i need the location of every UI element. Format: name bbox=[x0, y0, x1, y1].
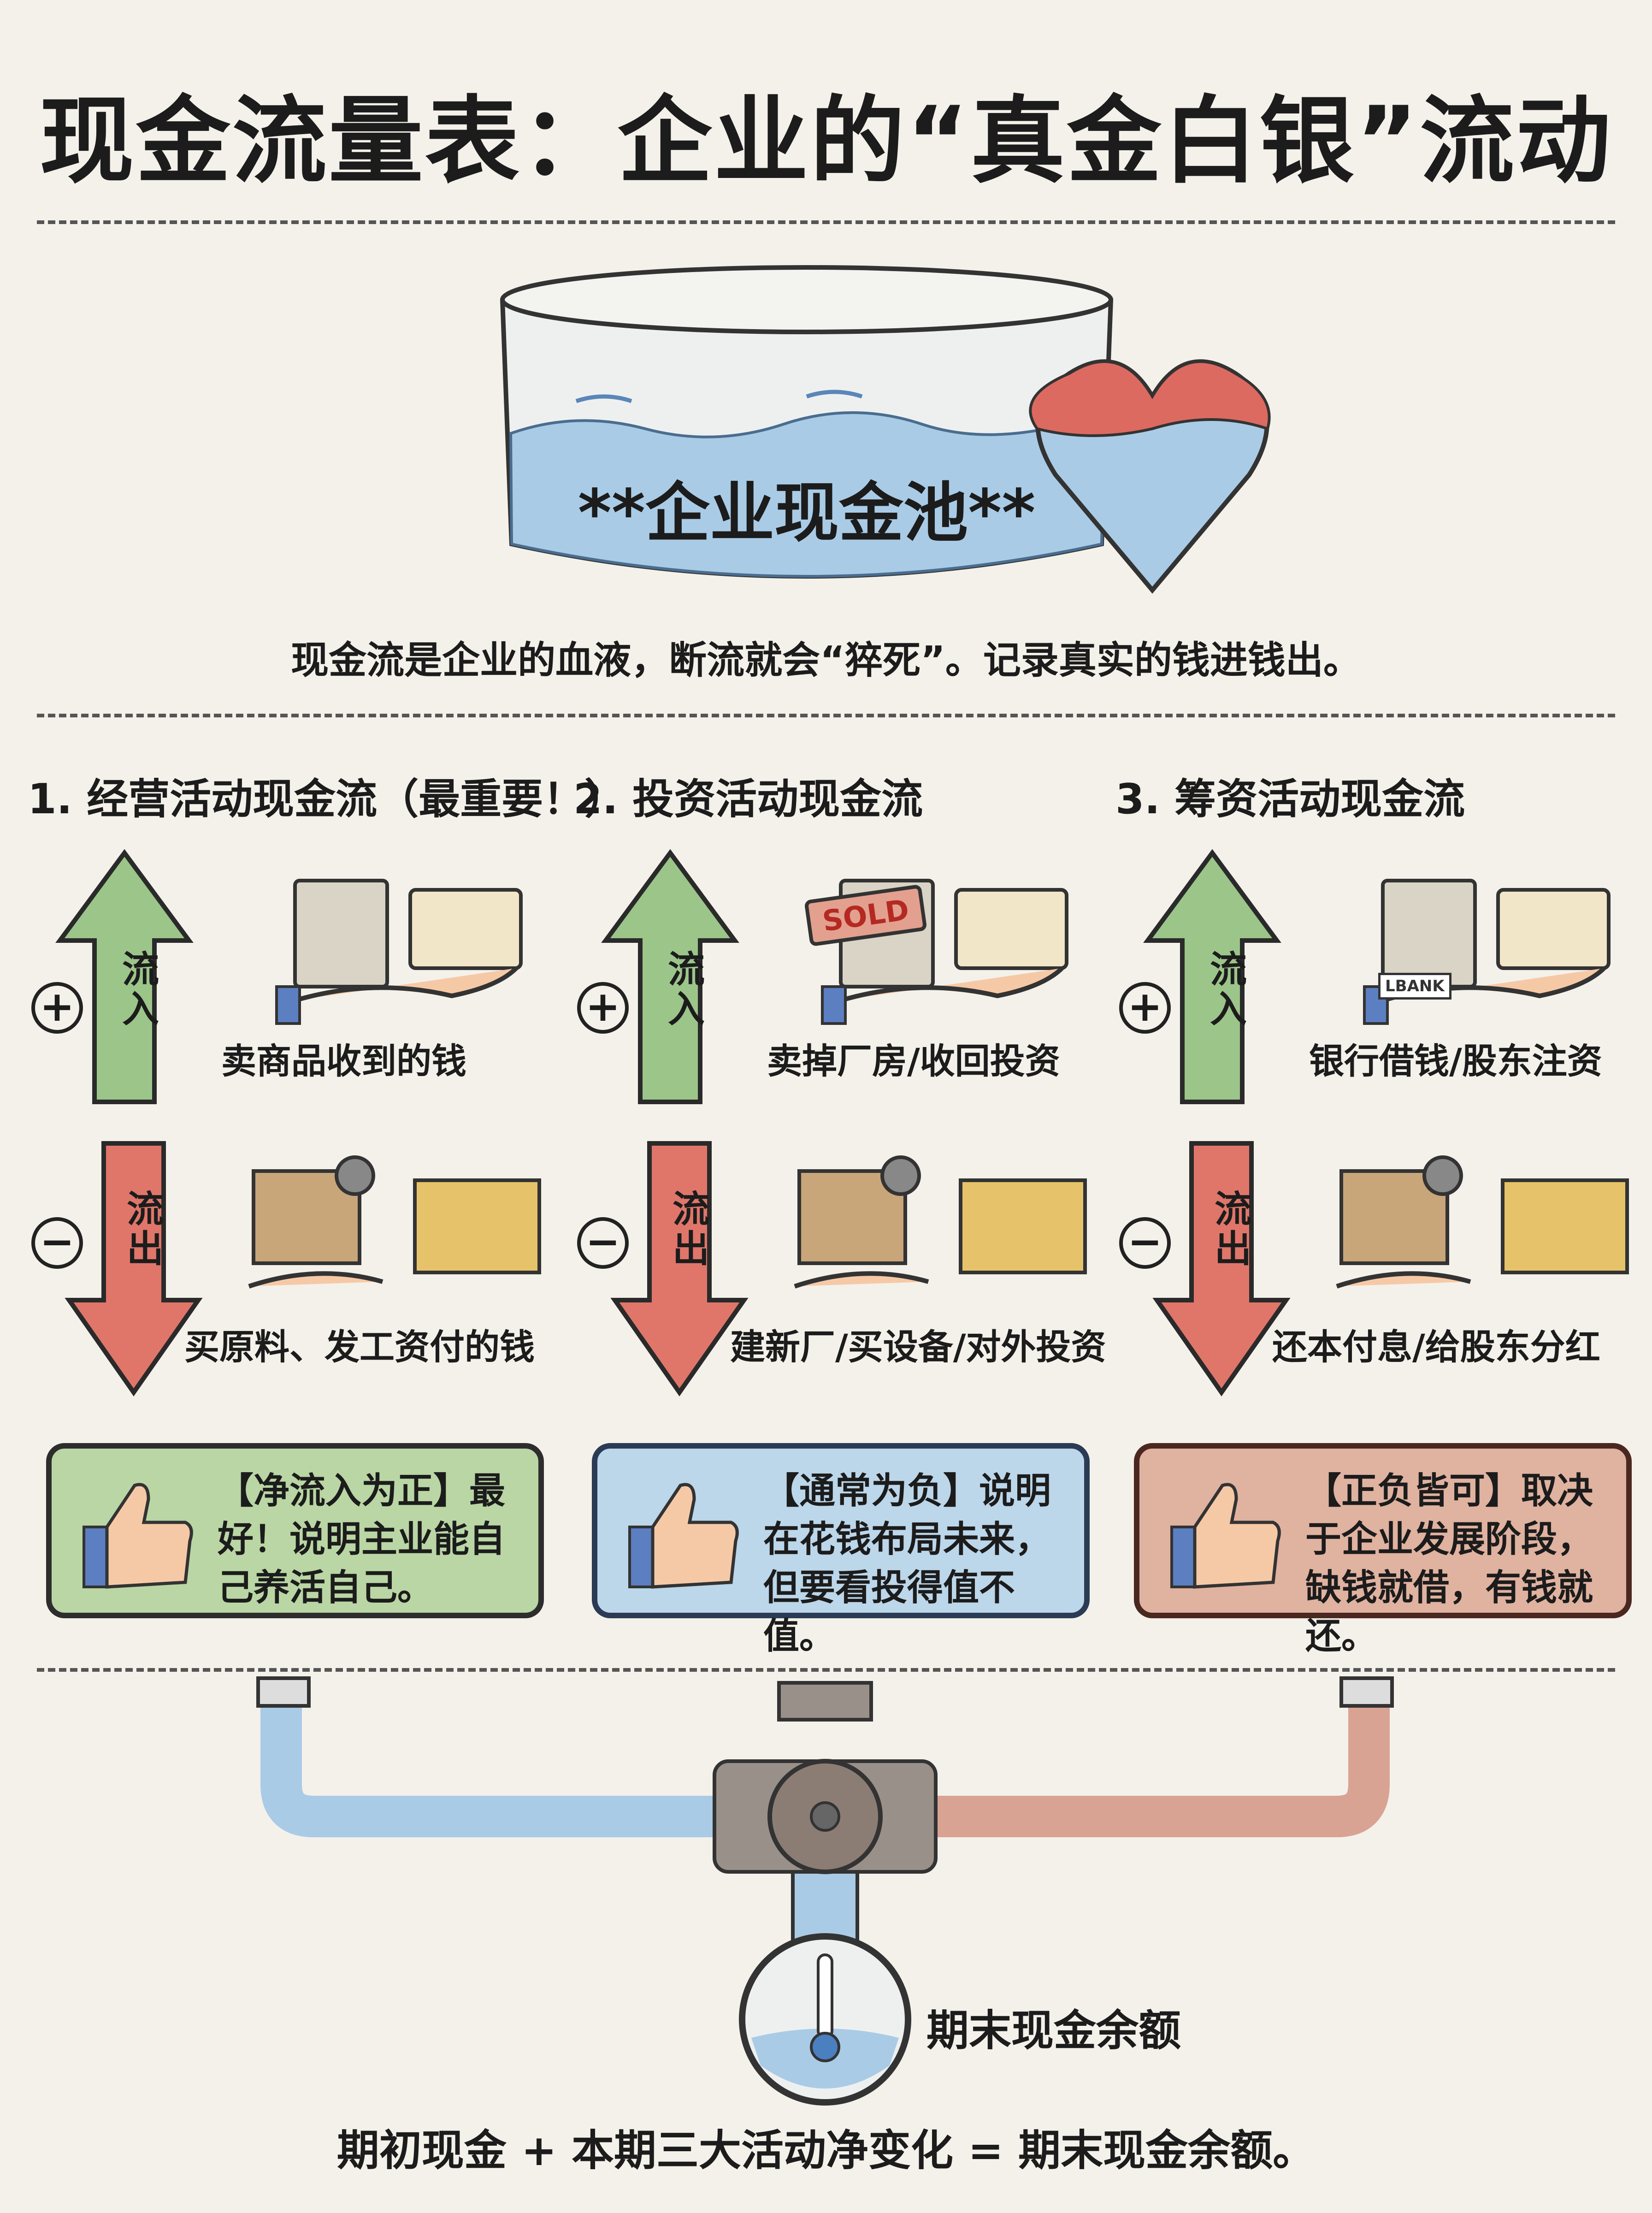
heart-icon bbox=[1029, 359, 1271, 594]
column-title: 2. 投资活动现金流 bbox=[573, 775, 923, 823]
note-text: 【通常为负】说明在花钱布局未来，但要看投得值不值。 bbox=[763, 1470, 1051, 1657]
inflow-illustration-icon bbox=[275, 879, 523, 1025]
divider bbox=[37, 714, 1615, 717]
inflow-arrow-icon bbox=[601, 849, 739, 1104]
outflow-label: 流出 bbox=[1209, 1189, 1251, 1269]
pipe-valve-illustration bbox=[256, 1676, 1394, 2106]
inflow-label: 流入 bbox=[116, 950, 159, 1029]
cash-pool-label: **企业现金池** bbox=[578, 476, 1036, 551]
outflow-label: 流出 bbox=[667, 1189, 709, 1269]
outflow-description: 还本付息/给股东分红 bbox=[1272, 1326, 1600, 1367]
inflow-label: 流入 bbox=[1204, 950, 1247, 1029]
outflow-illustration-icon bbox=[248, 1155, 541, 1289]
minus-icon: − bbox=[31, 1217, 83, 1269]
minus-icon: − bbox=[1119, 1217, 1171, 1269]
valve-icon bbox=[713, 1681, 938, 1874]
divider bbox=[37, 220, 1615, 224]
inflow-illustration-icon bbox=[1363, 879, 1611, 1025]
activity-column-2: 3. 筹资活动现金流 流入 + 流出 − 银行借钱/股东注资 还本付息/给股东分… bbox=[1115, 747, 1652, 1657]
page-title: 现金流量表：企业的“真金白银”流动 bbox=[39, 87, 1613, 196]
inflow-arrow-icon bbox=[1143, 849, 1281, 1104]
note-text: 【净流入为正】最好！说明主业能自己养活自己。 bbox=[218, 1470, 506, 1609]
note-text: 【正负皆可】取决于企业发展阶段，缺钱就借，有钱就还。 bbox=[1305, 1470, 1593, 1657]
activity-column-0: 1. 经营活动现金流（最重要！） 流入 + 流出 − 卖商品收到的钱 买原料、发… bbox=[28, 747, 626, 1623]
minus-icon: − bbox=[577, 1217, 629, 1269]
inflow-arrow-icon bbox=[55, 849, 194, 1104]
inflow-label: 流入 bbox=[662, 950, 705, 1029]
plus-icon: + bbox=[1119, 982, 1171, 1034]
inflow-description: 银行借钱/股东注资 bbox=[1309, 1041, 1602, 1082]
outflow-illustration-icon bbox=[1336, 1155, 1629, 1289]
inflow-description: 卖商品收到的钱 bbox=[221, 1041, 466, 1082]
note-icon bbox=[83, 1483, 193, 1589]
hero-caption: 现金流是企业的血液，断流就会“猝死”。记录真实的钱进钱出。 bbox=[291, 639, 1361, 682]
plus-icon: + bbox=[31, 982, 83, 1034]
divider bbox=[37, 1668, 1615, 1672]
ending-balance-label: 期末现金余额 bbox=[926, 2006, 1181, 2055]
note-icon bbox=[628, 1483, 739, 1589]
summary-note: 【通常为负】说明在花钱布局未来，但要看投得值不值。 bbox=[592, 1443, 1090, 1657]
thermometer-gauge-icon bbox=[739, 1933, 911, 2106]
note-icon bbox=[1170, 1483, 1281, 1589]
activity-column-1: 2. 投资活动现金流 流入 + 流出 − 卖掉厂房/收回投资 建新厂/买设备/对… bbox=[573, 747, 1113, 1657]
column-title: 1. 经营活动现金流（最重要！） bbox=[28, 775, 626, 823]
plus-icon: + bbox=[577, 982, 629, 1034]
inflow-illustration-icon bbox=[821, 879, 1068, 1025]
inflow-description: 卖掉厂房/收回投资 bbox=[767, 1041, 1060, 1082]
outflow-arrow-icon bbox=[1152, 1141, 1291, 1396]
outflow-description: 建新厂/买设备/对外投资 bbox=[730, 1326, 1106, 1367]
bank-document-label: LBANK bbox=[1378, 973, 1451, 1000]
tank-icon bbox=[500, 265, 1113, 579]
outflow-arrow-icon bbox=[610, 1141, 749, 1396]
summary-note: 【正负皆可】取决于企业发展阶段，缺钱就借，有钱就还。 bbox=[1134, 1443, 1632, 1657]
column-title: 3. 筹资活动现金流 bbox=[1115, 775, 1465, 823]
summary-note: 【净流入为正】最好！说明主业能自己养活自己。 bbox=[46, 1443, 544, 1618]
outflow-description: 买原料、发工资付的钱 bbox=[184, 1326, 535, 1367]
cash-pool-illustration bbox=[500, 265, 1271, 594]
outflow-arrow-icon bbox=[65, 1141, 203, 1396]
outflow-label: 流出 bbox=[121, 1189, 164, 1269]
formula-text: 期初现金 + 本期三大活动净变化 = 期末现金余额。 bbox=[336, 2126, 1316, 2175]
outflow-illustration-icon bbox=[794, 1155, 1087, 1289]
